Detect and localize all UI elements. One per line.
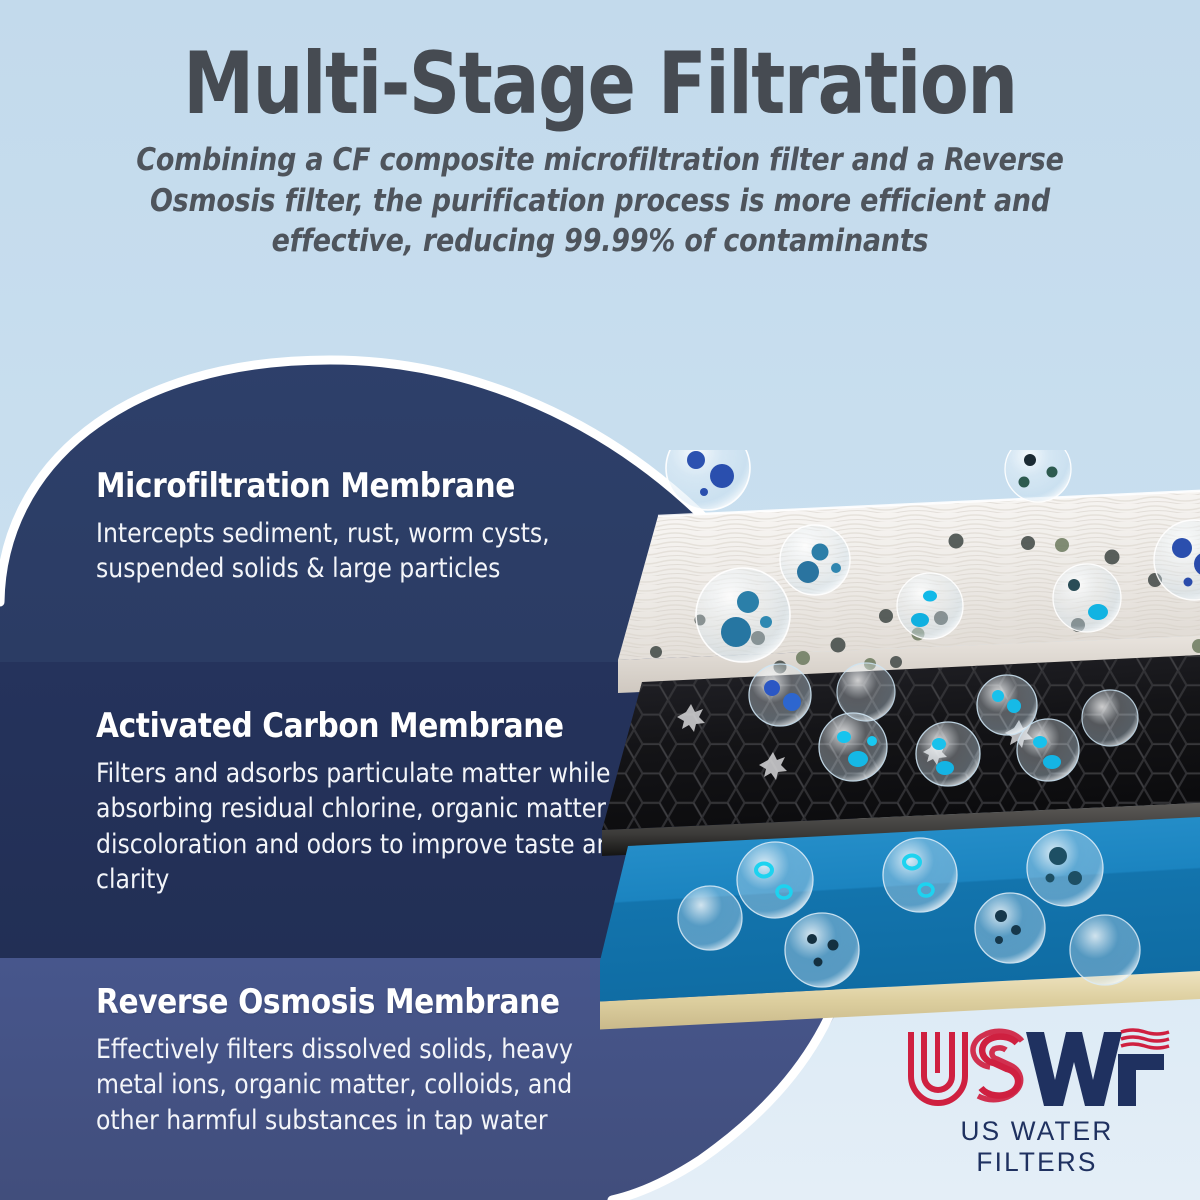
contaminants-layer-2 [677, 662, 1139, 787]
stage-heading: Activated Carbon Membrane [96, 706, 564, 746]
stage-item-activated-carbon: Activated Carbon Membrane Filters and ad… [96, 706, 656, 897]
stage-body: Effectively filters dissolved solids, he… [96, 1034, 573, 1136]
brand-logo: US WATER FILTERS [902, 1026, 1172, 1178]
header: Multi-Stage Filtration Combining a CF co… [0, 0, 1200, 261]
logo-wordmark: US WATER FILTERS [960, 1116, 1114, 1177]
stage-item-microfiltration: Microfiltration Membrane Intercepts sedi… [96, 466, 656, 587]
page-subtitle: Combining a CF composite microfiltration… [136, 142, 1064, 259]
logo-letter-s [970, 1028, 1025, 1103]
contaminants-layer-3 [677, 829, 1141, 988]
logo-letter-f [1118, 1028, 1170, 1106]
stage-body: Intercepts sediment, rust, worm cysts, s… [96, 518, 550, 585]
bubble [665, 450, 751, 511]
contaminants-layer-1 [650, 450, 1200, 674]
stage-list: Microfiltration Membrane Intercepts sedi… [0, 300, 1200, 1200]
logo-letter-u [908, 1032, 968, 1106]
stage-heading: Microfiltration Membrane [96, 466, 515, 506]
stage-item-reverse-osmosis: Reverse Osmosis Membrane Effectively fil… [96, 982, 656, 1138]
page-title: Multi-Stage Filtration [183, 34, 1018, 134]
stage-body: Filters and adsorbs particulate matter w… [96, 758, 627, 896]
flag-stripes-icon [1120, 1028, 1170, 1050]
membrane-layers [600, 450, 1200, 1030]
membrane-illustration [600, 450, 1200, 1070]
uswf-logomark [908, 1028, 1170, 1106]
logo-letter-w [1026, 1032, 1122, 1106]
stage-heading: Reverse Osmosis Membrane [96, 982, 560, 1022]
